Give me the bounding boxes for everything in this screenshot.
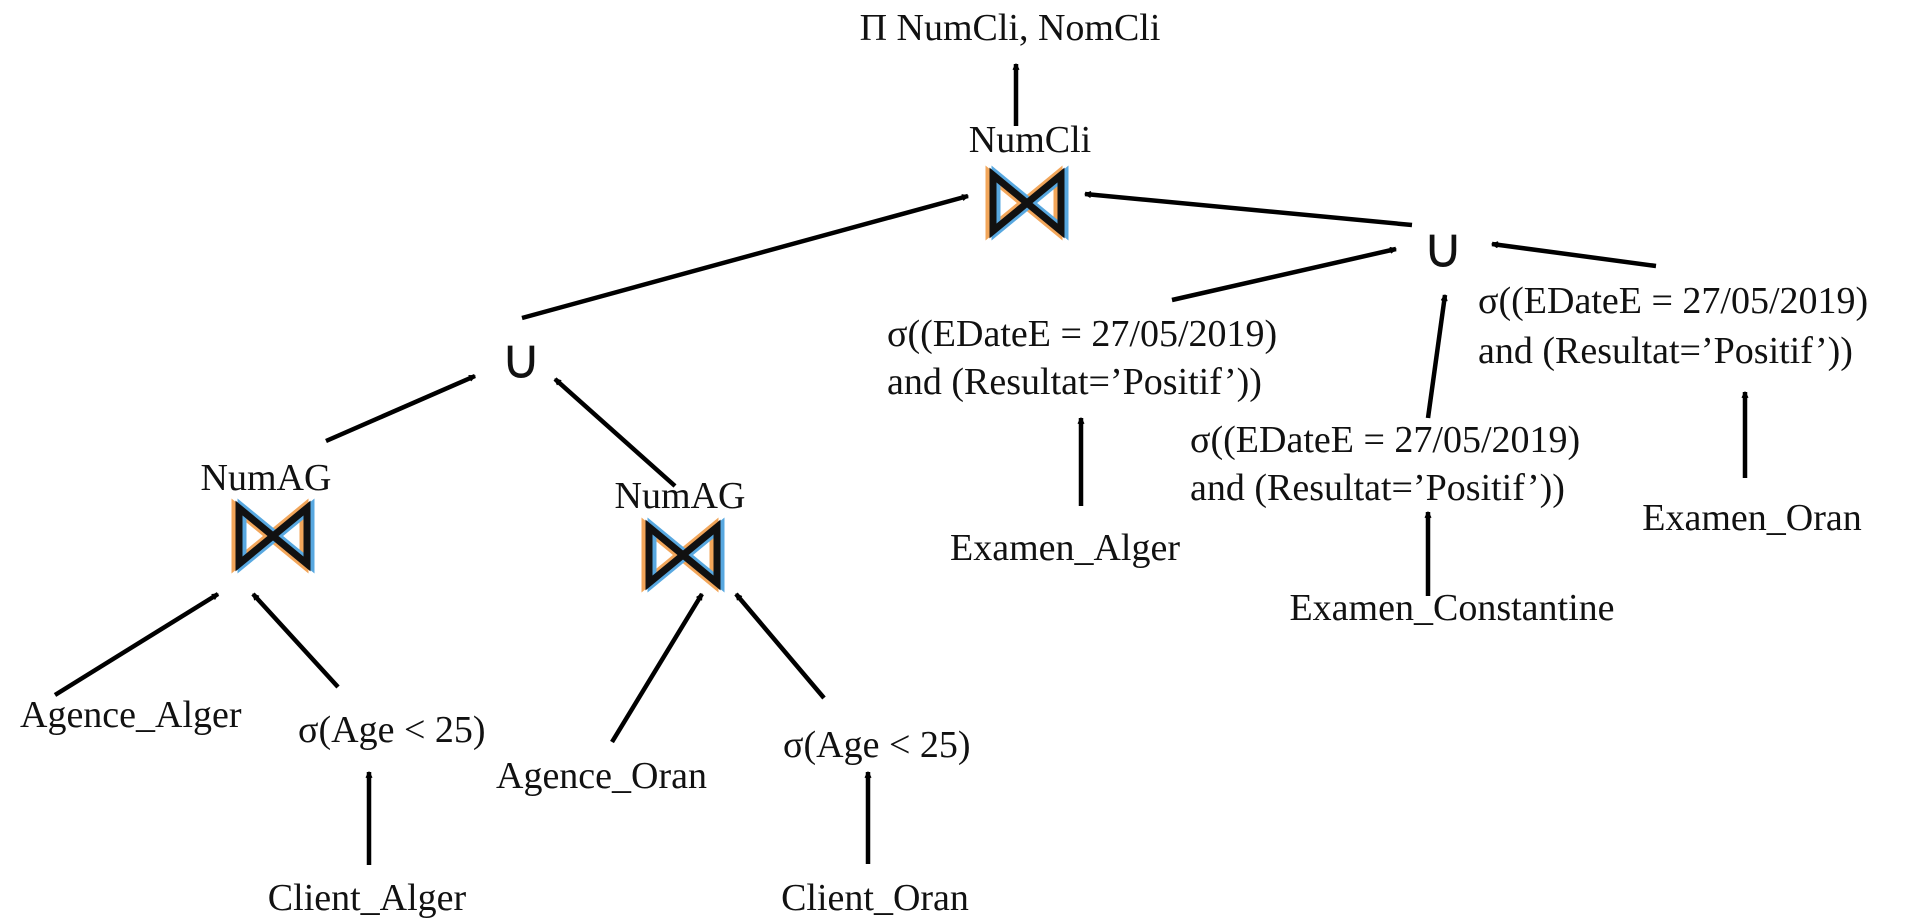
relation-agence-oran: Agence_Oran — [496, 755, 707, 797]
edge-rightunion-to-topjoin — [1085, 194, 1413, 228]
selection-examen-constantine-line1: σ((EDateE = 27/05/2019) — [1190, 419, 1580, 461]
edge-agencealger-to-join — [53, 592, 218, 697]
selection-age-left: σ(Age < 25) — [298, 709, 486, 751]
edge-midjoin-to-union — [553, 377, 677, 488]
selection-examen-oran-line1: σ((EDateE = 27/05/2019) — [1478, 280, 1868, 322]
union-icon-left: ∪ — [501, 327, 542, 392]
left-join-attribute: NumAG — [201, 457, 332, 499]
edges — [53, 64, 1745, 865]
selection-age-right: σ(Age < 25) — [783, 724, 971, 766]
relation-client-oran: Client_Oran — [781, 877, 969, 919]
selection-examen-alger-line2: and (Resultat=’Positif’)) — [887, 361, 1262, 403]
relation-examen-constantine: Examen_Constantine — [1289, 587, 1614, 629]
relation-examen-oran: Examen_Oran — [1642, 497, 1861, 539]
edge-selage1-to-join — [251, 592, 340, 689]
edge-agenceoran-to-join — [610, 594, 704, 744]
edge-selage2-to-join — [734, 592, 826, 700]
selection-examen-alger-line1: σ((EDateE = 27/05/2019) — [887, 313, 1277, 355]
edge-selconst-to-union — [1425, 295, 1445, 419]
edge-leftunion-to-topjoin — [521, 193, 968, 321]
edge-selalger-to-union — [1171, 246, 1396, 303]
relation-client-alger: Client_Alger — [268, 877, 467, 919]
edge-leftjoin-to-union — [325, 373, 475, 444]
projection-label: Π NumCli, NomCli — [860, 7, 1161, 49]
bowtie-join-icon — [236, 508, 310, 564]
relation-examen-alger: Examen_Alger — [950, 527, 1180, 569]
union-icon-right: ∪ — [1423, 216, 1464, 281]
selection-examen-constantine-line2: and (Resultat=’Positif’)) — [1190, 467, 1565, 509]
selection-examen-oran-line2: and (Resultat=’Positif’)) — [1478, 330, 1853, 372]
edge-seloran-to-union — [1492, 244, 1657, 269]
relation-agence-alger: Agence_Alger — [20, 694, 242, 736]
top-join-attribute: NumCli — [969, 119, 1091, 161]
mid-join-attribute: NumAG — [615, 475, 746, 517]
bowtie-join-icon — [646, 527, 720, 583]
bowtie-join-icon — [990, 175, 1064, 231]
